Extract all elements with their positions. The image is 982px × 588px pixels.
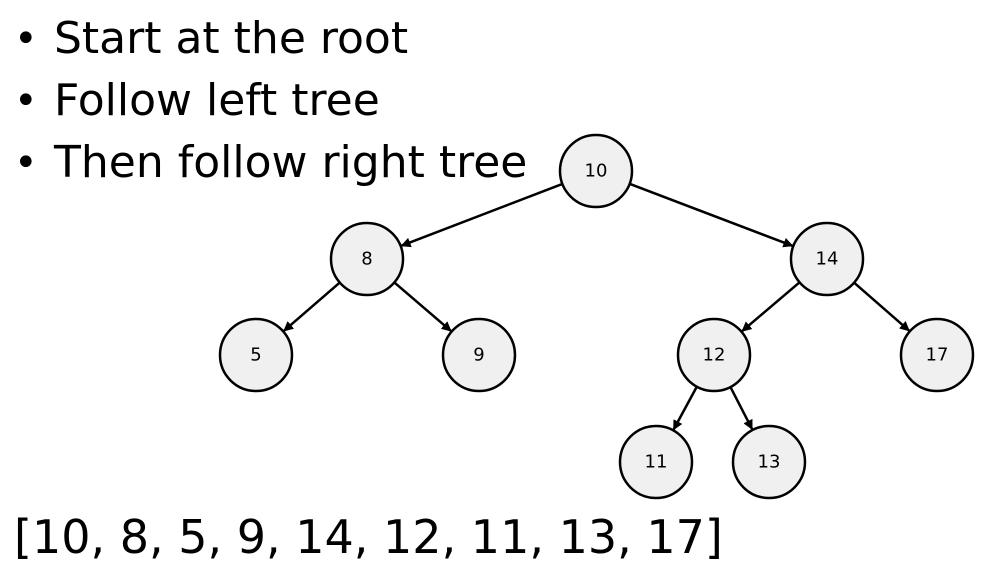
tree-edges bbox=[283, 182, 910, 431]
tree-edge-arrow bbox=[741, 281, 801, 332]
tree-edge-arrow bbox=[400, 182, 563, 248]
tree-edge-arrow bbox=[729, 386, 754, 430]
tree-node-label: 13 bbox=[758, 452, 781, 473]
bullet-text: Follow left tree bbox=[54, 75, 380, 126]
tree-node: 13 bbox=[731, 424, 807, 500]
tree-edge-arrow bbox=[629, 182, 794, 248]
bullet-text: Start at the root bbox=[54, 13, 409, 64]
bullet-item: • Start at the root bbox=[14, 8, 527, 70]
tree-edge-arrow bbox=[672, 386, 698, 431]
tree-node-circle bbox=[789, 221, 865, 297]
bullet-item: • Then follow right tree bbox=[14, 132, 527, 194]
tree-node-label: 12 bbox=[703, 345, 726, 366]
tree-edge-arrow bbox=[393, 281, 452, 332]
tree-node: 10 bbox=[558, 133, 634, 209]
tree-node: 5 bbox=[218, 317, 294, 393]
tree-node-label: 10 bbox=[585, 161, 608, 182]
tree-node-circle bbox=[899, 317, 975, 393]
tree-node-circle bbox=[329, 221, 405, 297]
bullet-dot: • bbox=[14, 16, 38, 62]
tree-nodes: 10 8 14 5 9 12 17 11 13 bbox=[218, 133, 975, 500]
tree-node: 11 bbox=[618, 424, 694, 500]
tree-node: 12 bbox=[676, 317, 752, 393]
tree-node-circle bbox=[731, 424, 807, 500]
bullet-text: Then follow right tree bbox=[54, 137, 528, 188]
tree-node-label: 14 bbox=[816, 249, 839, 270]
bullet-dot: • bbox=[14, 78, 38, 124]
tree-node: 17 bbox=[899, 317, 975, 393]
bullet-list: • Start at the root • Follow left tree •… bbox=[14, 8, 527, 194]
traversal-result: [10, 8, 5, 9, 14, 12, 11, 13, 17] bbox=[14, 510, 723, 564]
bullet-dot: • bbox=[14, 140, 38, 186]
tree-edge-arrow bbox=[283, 281, 341, 332]
tree-node-circle bbox=[618, 424, 694, 500]
tree-node-circle bbox=[218, 317, 294, 393]
tree-node-label: 5 bbox=[250, 345, 261, 366]
tree-node-label: 17 bbox=[926, 345, 949, 366]
tree-node-label: 11 bbox=[645, 452, 668, 473]
tree-edge-arrow bbox=[853, 281, 910, 332]
tree-node-label: 8 bbox=[361, 249, 372, 270]
tree-node-circle bbox=[441, 317, 517, 393]
tree-node: 14 bbox=[789, 221, 865, 297]
tree-node: 8 bbox=[329, 221, 405, 297]
bullet-item: • Follow left tree bbox=[14, 70, 527, 132]
tree-node-label: 9 bbox=[473, 345, 484, 366]
tree-node: 9 bbox=[441, 317, 517, 393]
tree-node-circle bbox=[676, 317, 752, 393]
tree-node-circle bbox=[558, 133, 634, 209]
